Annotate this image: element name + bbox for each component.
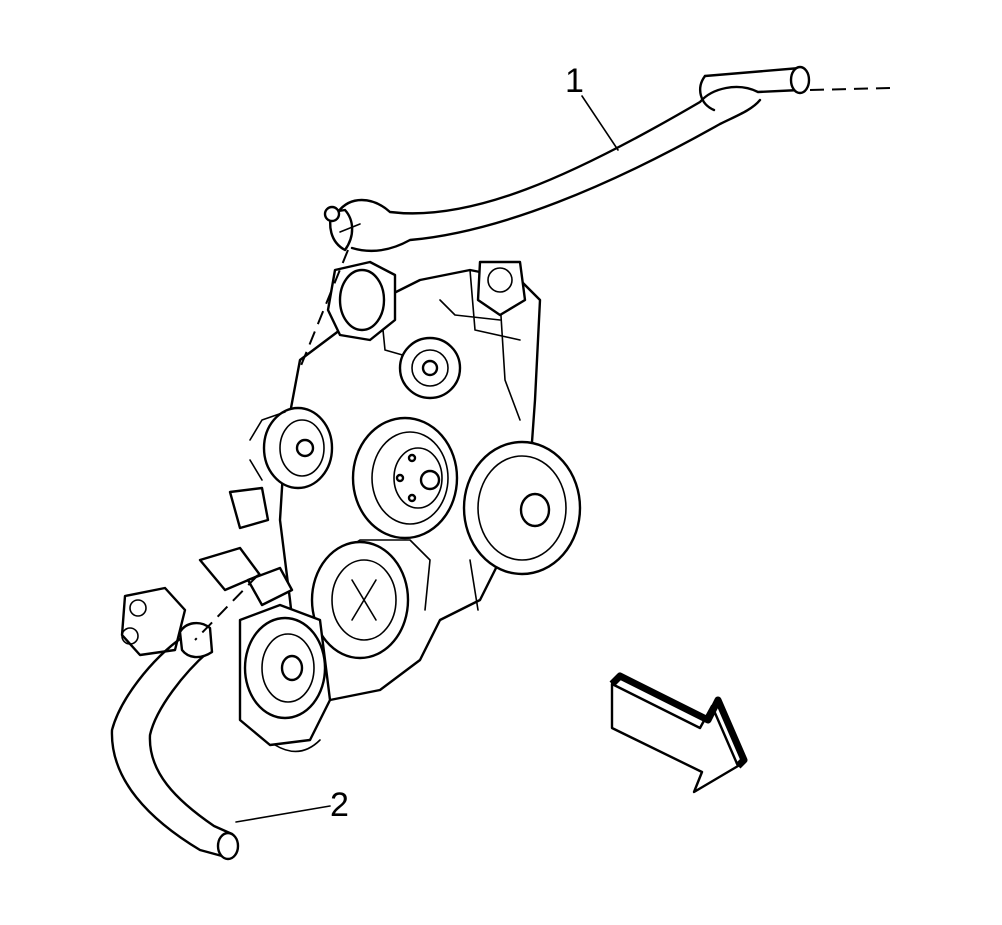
water-pump-pulley [462, 440, 582, 576]
callout-2: 2 [235, 786, 349, 824]
center-pulley [351, 416, 459, 540]
compressor-pulley [238, 603, 332, 753]
lower-radiator-hose [110, 621, 240, 861]
callout-1: 1 [565, 62, 619, 151]
thermostat-housing [326, 260, 527, 342]
callout-1-label: 1 [565, 62, 584, 100]
callout-2-label: 2 [330, 786, 349, 824]
idler-pulley-upper [398, 336, 462, 400]
front-direction-arrow-icon [609, 672, 748, 794]
lower-pulley [310, 540, 410, 660]
assembly-guide-lines [194, 87, 891, 641]
upper-radiator-hose [323, 65, 811, 252]
tensioner-pulley [249, 406, 334, 490]
lower-outlet-fitting [120, 486, 294, 657]
